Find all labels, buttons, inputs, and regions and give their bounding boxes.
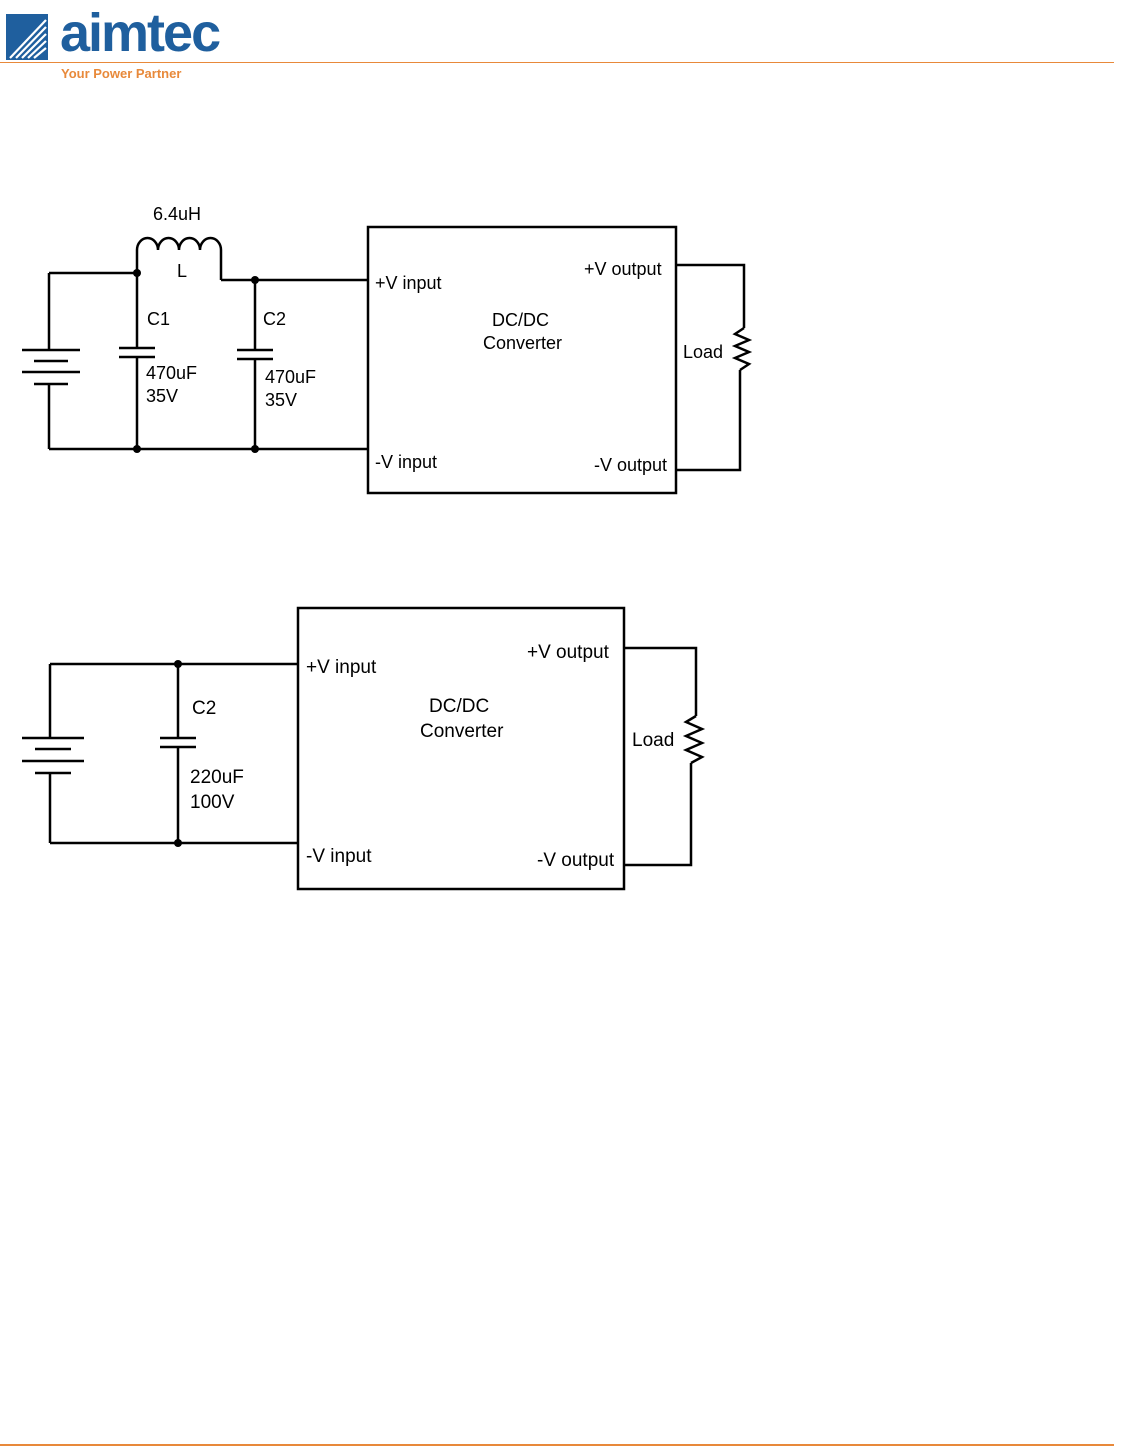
battery-1 (22, 273, 80, 449)
wire-vout-plus-1 (676, 263, 746, 328)
c2-capacitance-2: 220uF (190, 767, 244, 788)
inductor-1 (135, 236, 223, 280)
vout-minus-label-2: -V output (537, 850, 615, 871)
aimtec-logo: aimtec Your Power Partner (6, 3, 236, 82)
load-label: Load (683, 342, 723, 362)
vout-plus-label-2: +V output (527, 642, 610, 663)
vin-plus-label-2: +V input (306, 657, 377, 678)
junction-dots-1 (133, 269, 259, 453)
load-label-2: Load (632, 730, 674, 751)
c1-label: C1 (147, 309, 170, 329)
header-divider (0, 62, 1114, 63)
logo-mark-icon (6, 14, 48, 60)
capacitor-c2-2 (160, 664, 196, 843)
converter-title-line2-2: Converter (420, 721, 504, 742)
converter-title-line1-2: DC/DC (429, 696, 489, 717)
c2-label-2: C2 (192, 698, 216, 719)
converter-title-line1: DC/DC (492, 310, 549, 330)
wire-vout-minus-1 (676, 370, 742, 472)
c2-voltage-2: 100V (190, 792, 235, 813)
c2-voltage: 35V (265, 390, 297, 410)
logo-tagline: Your Power Partner (61, 66, 182, 81)
c1-voltage: 35V (146, 386, 178, 406)
load-resistor-1 (731, 326, 753, 372)
junction-dots-2 (174, 660, 182, 847)
c1-capacitance: 470uF (146, 363, 197, 383)
inductor-value-label: 6.4uH (153, 204, 201, 224)
c2-capacitance: 470uF (265, 367, 316, 387)
circuit-2-labels: C2 220uF 100V +V input -V input +V outpu… (190, 642, 674, 871)
converter-box-2 (296, 606, 626, 891)
vout-minus-label: -V output (594, 455, 667, 475)
footer-divider (0, 1444, 1114, 1446)
vin-minus-label-2: -V input (306, 846, 372, 867)
circuit-1-labels: 6.4uH L C1 470uF 35V C2 470uF 35V +V inp… (146, 204, 723, 475)
converter-box-1 (366, 225, 678, 495)
vout-plus-label: +V output (584, 259, 662, 279)
wire-vout-plus-2 (624, 646, 698, 716)
wire-vout-minus-2 (624, 763, 693, 867)
vin-plus-label: +V input (375, 273, 442, 293)
logo-wordmark: aimtec (60, 3, 221, 63)
battery-2 (22, 664, 84, 843)
c2-label: C2 (263, 309, 286, 329)
converter-title-line2: Converter (483, 333, 562, 353)
capacitor-c1 (119, 273, 155, 449)
inductor-label: L (177, 261, 187, 281)
vin-minus-label: -V input (375, 452, 437, 472)
load-resistor-2 (682, 714, 706, 765)
capacitor-c2-1 (237, 280, 273, 449)
circuit-1 (22, 225, 753, 495)
